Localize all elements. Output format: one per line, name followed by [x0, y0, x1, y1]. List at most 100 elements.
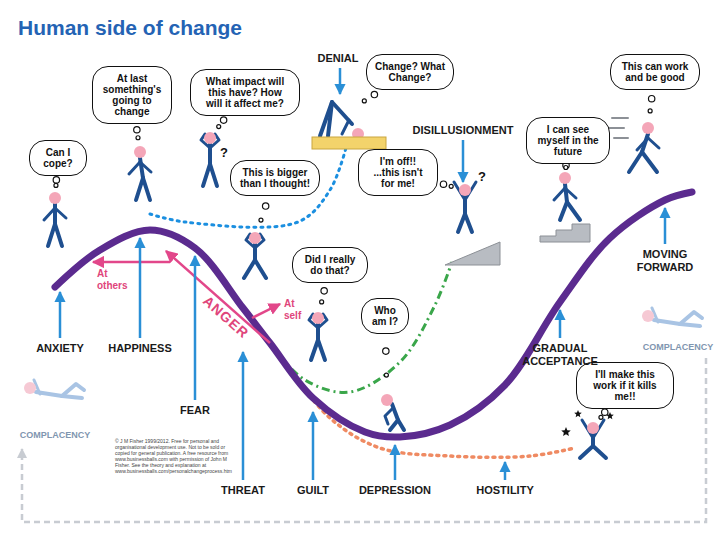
stage-arrow	[504, 462, 507, 480]
anger-arrow	[166, 251, 270, 343]
motion-line	[614, 137, 628, 139]
figure-limb	[554, 188, 565, 200]
star-symbol	[574, 410, 582, 417]
stage-arrow	[394, 445, 397, 480]
stage-arrow	[59, 292, 62, 338]
thought-bubble: I'll make this work if it kills me!!	[576, 362, 674, 409]
thought-bubble: Change? What Change?	[366, 54, 454, 90]
bubble-tail	[136, 136, 140, 140]
figure-limb	[244, 260, 255, 278]
bubble-tail	[599, 415, 603, 419]
stage-label: HOSTILITY	[476, 484, 533, 497]
thought-bubble: What impact will this have? How will it …	[190, 69, 300, 116]
figure-limb	[210, 164, 217, 186]
stick-figure	[554, 172, 580, 220]
question-mark: ?	[478, 170, 486, 185]
stage-arrow	[139, 238, 142, 338]
bubble-tail	[362, 99, 366, 103]
bubble-text: I'll make this work if it kills me!!	[585, 369, 665, 402]
stick-figure	[44, 192, 66, 246]
stick-figure	[454, 182, 476, 232]
bubble-text: This is bigger than I thought!	[239, 167, 311, 189]
bubble-tail	[134, 127, 140, 133]
figure-limb	[465, 214, 472, 232]
figure-limb	[129, 162, 140, 174]
figure-limb	[680, 312, 702, 324]
bubble-text: At last something's going to change	[101, 73, 163, 117]
figure-head	[134, 146, 146, 158]
motion-line	[608, 127, 624, 129]
figure-head	[312, 312, 324, 324]
motion-line	[612, 117, 628, 119]
stage-arrow	[664, 208, 667, 244]
figure-limb	[648, 138, 659, 148]
figure-limb	[48, 224, 55, 246]
bubble-text: Can I cope?	[38, 147, 78, 169]
figure-head	[381, 394, 393, 406]
figure-limb	[385, 408, 393, 424]
thought-bubble: I can see myself in the future	[526, 117, 610, 164]
bubble-tail	[384, 373, 388, 377]
figure-head	[204, 132, 216, 144]
figure-head	[24, 382, 36, 394]
bubble-tail	[440, 181, 446, 187]
stick-figure	[312, 102, 386, 149]
figure-limb	[398, 420, 404, 430]
figure-limb	[567, 202, 580, 220]
figure-limb	[565, 188, 576, 198]
bubble-text: Who am I?	[370, 305, 400, 327]
anger-target: At others	[97, 268, 137, 291]
bubble-tail	[449, 184, 453, 188]
figure-limb	[136, 178, 143, 200]
copyright-note: © J M Fisher 1999/2012. Free for persona…	[115, 438, 233, 474]
bubble-text: I can see myself in the future	[535, 124, 601, 157]
bubble-tail	[371, 91, 377, 97]
figure-limb	[318, 340, 325, 360]
bubble-tail	[321, 288, 327, 294]
stick-figure	[201, 132, 219, 186]
stage-label: FEAR	[180, 404, 210, 417]
bubble-tail	[262, 203, 268, 209]
bubble-tail	[648, 109, 652, 113]
thought-bubble: Who am I?	[361, 298, 409, 334]
figure-limb	[44, 208, 55, 220]
figure-head	[642, 122, 654, 134]
complacency-label: COMPLACENCY	[20, 430, 91, 440]
question-mark: ?	[220, 146, 228, 161]
figure-limb	[328, 102, 332, 136]
bubble-tail	[217, 125, 221, 129]
stick-figure	[129, 146, 151, 200]
stage-arrow	[559, 310, 562, 338]
figure-limb	[629, 152, 642, 172]
bubble-text: This can work and be good	[619, 61, 691, 83]
figure-head	[587, 422, 599, 434]
figure-limb	[62, 396, 82, 398]
stage-label: MOVING FORWARD	[630, 248, 700, 273]
reclining-figure	[642, 308, 702, 326]
stick-figure	[381, 394, 404, 430]
figure-head	[559, 172, 571, 184]
denial-path	[150, 148, 346, 227]
at-others-arrow	[93, 261, 170, 264]
bubble-tail	[220, 117, 226, 123]
figure-head	[459, 184, 471, 196]
thought-bubble: This can work and be good	[610, 54, 700, 90]
figure-head	[49, 192, 61, 204]
ramp	[445, 242, 500, 265]
figure-limb	[580, 446, 593, 458]
thought-bubble: Did I really do that?	[292, 247, 368, 283]
transition-curve	[55, 192, 692, 437]
anger-target: At self	[284, 298, 308, 321]
stage-label: DISILLUSIONMENT	[413, 124, 514, 137]
figure-head	[642, 310, 654, 322]
bubble-text: Change? What Change?	[375, 61, 445, 83]
stage-label: GUILT	[297, 484, 329, 497]
stage-arrow	[462, 140, 465, 182]
stick-figure	[629, 122, 659, 172]
stage-label: THREAT	[221, 484, 265, 497]
stage-label: DEPRESSION	[359, 484, 431, 497]
figure-limb	[55, 224, 62, 246]
stick-figure	[309, 312, 327, 360]
bubble-text: Did I really do that?	[301, 254, 359, 276]
stage-label: HAPPINESS	[108, 342, 172, 355]
